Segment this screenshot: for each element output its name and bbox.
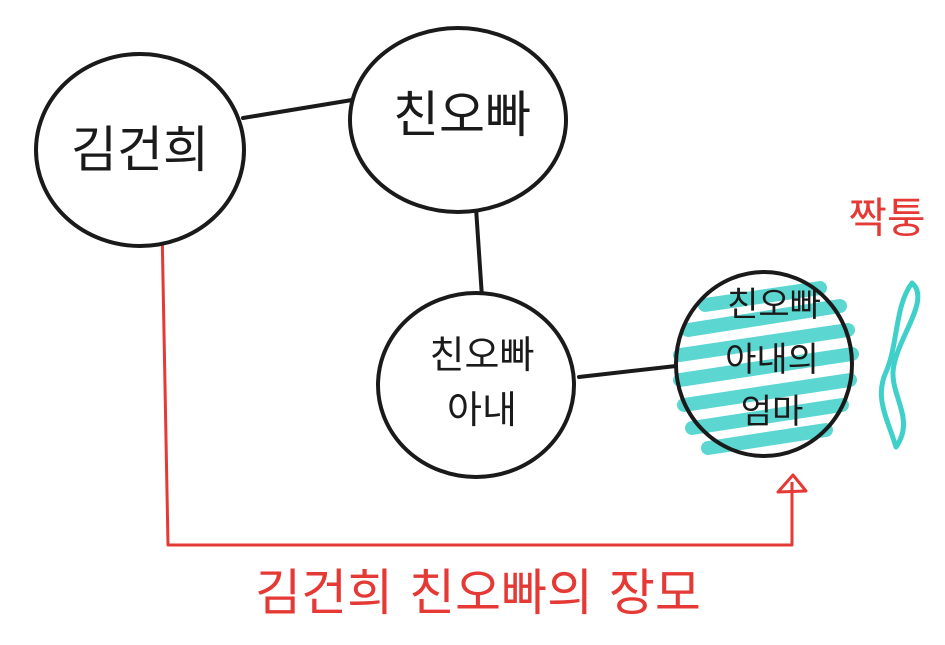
edge-kim-brother xyxy=(241,98,354,120)
node-brother-label: 친오빠 xyxy=(393,86,531,144)
node-wife-mother-line2: 아내의 xyxy=(725,340,819,380)
edge-wife-mother xyxy=(577,364,678,379)
node-brother-wife xyxy=(376,291,576,479)
relation-caption: 김건희 친오빠의 장모 xyxy=(255,564,701,622)
node-wife-mother-line1: 친오빠 xyxy=(727,285,821,325)
node-kim-keonhee-label: 김건희 xyxy=(71,121,209,179)
pointing-gesture-icon xyxy=(878,280,921,450)
node-wife-mother-line3: 엄마 xyxy=(741,392,804,432)
node-wife-mother xyxy=(674,270,854,458)
red-relation-arrow-line xyxy=(160,225,794,547)
node-brother-wife-line1: 친오빠 xyxy=(430,333,535,377)
red-arrowhead xyxy=(776,473,808,494)
node-brother-wife-line2: 아내 xyxy=(447,388,517,432)
highlight-scribble xyxy=(673,281,859,455)
node-brother xyxy=(348,26,568,214)
node-kim-keonhee xyxy=(34,52,246,248)
accomplice-label: 짝퉁 xyxy=(848,194,925,243)
